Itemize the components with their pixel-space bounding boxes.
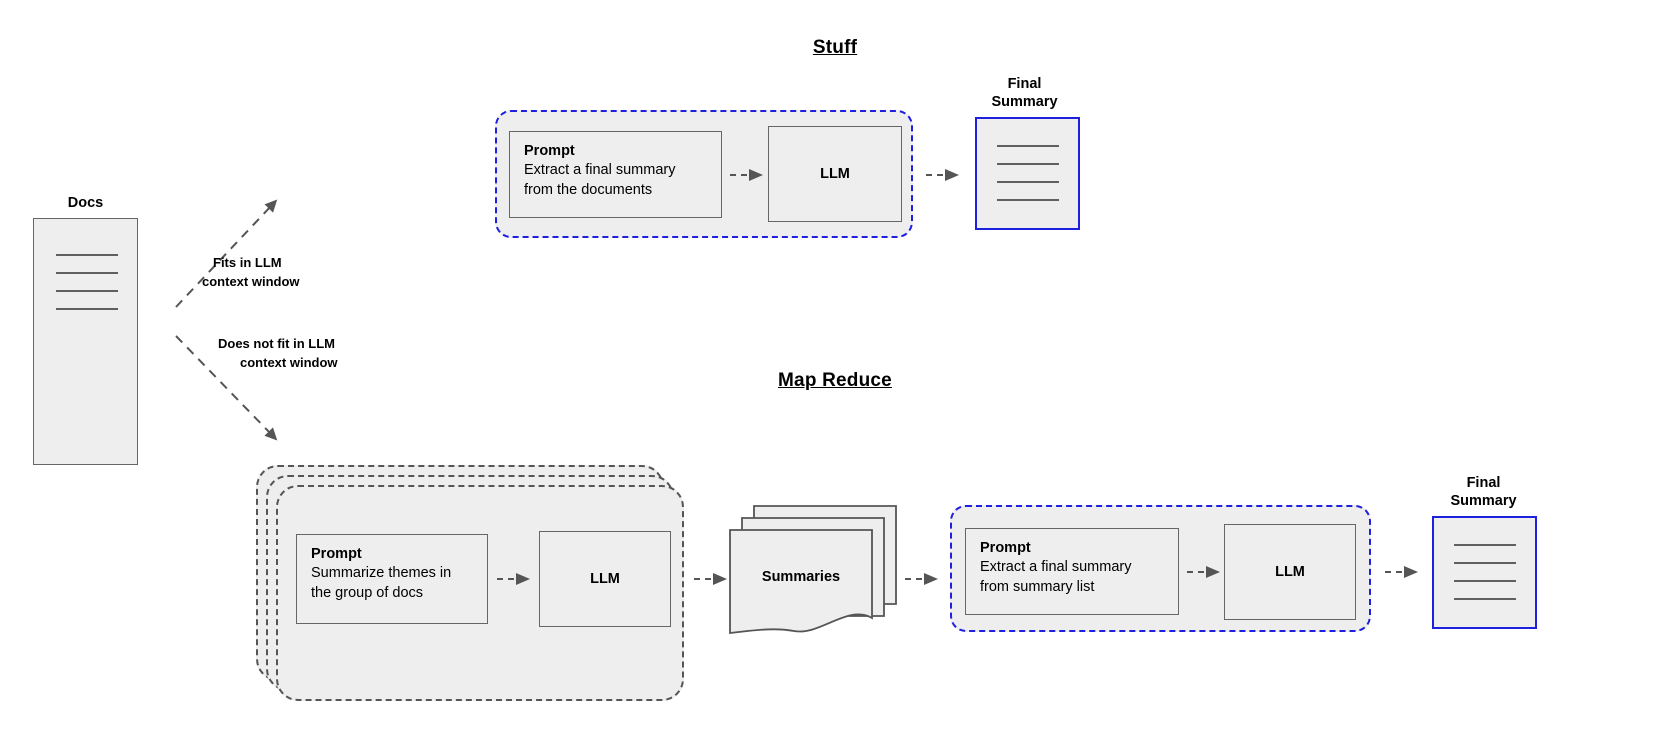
section-title-map-reduce: Map Reduce [778, 370, 892, 391]
reduce-prompt-box: Prompt Extract a final summary from summ… [965, 528, 1179, 615]
docs-line-1 [56, 254, 118, 256]
summaries-stack: Summaries [729, 505, 897, 634]
reduce-llm-box: LLM [1224, 524, 1356, 620]
reduce-prompt-line1: Extract a final summary [980, 559, 1132, 575]
stuff-summary-line-4 [997, 199, 1059, 201]
summaries-label-text: Summaries [762, 569, 840, 585]
map-summary-line-1 [1454, 544, 1516, 546]
reduce-arrow-prompt-to-llm [1187, 566, 1220, 578]
stuff-final-summary-box [975, 117, 1080, 230]
docs-line-4 [56, 308, 118, 310]
map-final-summary-box [1432, 516, 1537, 629]
map-arrow-llm-to-summaries [694, 573, 727, 585]
stuff-prompt-box: Prompt Extract a final summary from the … [509, 131, 722, 218]
reduce-arrow-llm-to-final [1385, 566, 1418, 578]
reduce-arrow-summaries-to-group [905, 573, 938, 585]
map-arrow-prompt-to-llm [497, 573, 530, 585]
reduce-llm-label: LLM [1275, 564, 1305, 580]
stuff-llm-label: LLM [820, 166, 850, 182]
edge-label-fits-line2: context window [202, 274, 300, 289]
map-llm-label: LLM [590, 571, 620, 587]
reduce-prompt-line2: from summary list [980, 578, 1095, 595]
map-prompt-box: Prompt Summarize themes in the group of … [296, 534, 488, 624]
docs-label: Docs [67, 195, 104, 211]
stuff-final-summary-label-line1: Final [1007, 76, 1042, 92]
stuff-llm-box: LLM [768, 126, 902, 222]
map-prompt-line2: the group of docs [311, 584, 424, 601]
map-prompt-line1: Summarize themes in [311, 565, 452, 581]
stuff-final-summary-label-line2: Summary [991, 94, 1058, 110]
map-summary-line-4 [1454, 598, 1516, 600]
section-title-stuff: Stuff [812, 37, 858, 58]
stuff-summary-line-1 [997, 145, 1059, 147]
stuff-prompt-line2: from the documents [524, 181, 653, 198]
reduce-prompt-title: Prompt [980, 540, 1031, 556]
stuff-arrow-llm-to-summary [926, 169, 959, 181]
stuff-arrow-prompt-to-llm [730, 169, 763, 181]
stuff-summary-line-2 [997, 163, 1059, 165]
stuff-prompt-title: Prompt [524, 143, 575, 159]
map-prompt-title: Prompt [311, 546, 362, 562]
map-llm-box: LLM [539, 531, 671, 627]
stuff-summary-line-3 [997, 181, 1059, 183]
edge-label-fits-line1: Fits in LLM [213, 255, 282, 270]
map-summary-line-2 [1454, 562, 1516, 564]
summaries-sheet-front [729, 529, 873, 634]
docs-line-2 [56, 272, 118, 274]
docs-line-3 [56, 290, 118, 292]
stuff-prompt-line1: Extract a final summary [524, 162, 676, 178]
map-final-summary-label-line1: Final [1466, 475, 1501, 491]
map-summary-line-3 [1454, 580, 1516, 582]
map-final-summary-label-line2: Summary [1450, 493, 1517, 509]
edge-label-not-fits-line1: Does not fit in LLM [218, 336, 335, 351]
edge-label-not-fits-line2: context window [240, 355, 338, 370]
docs-box [33, 218, 138, 465]
